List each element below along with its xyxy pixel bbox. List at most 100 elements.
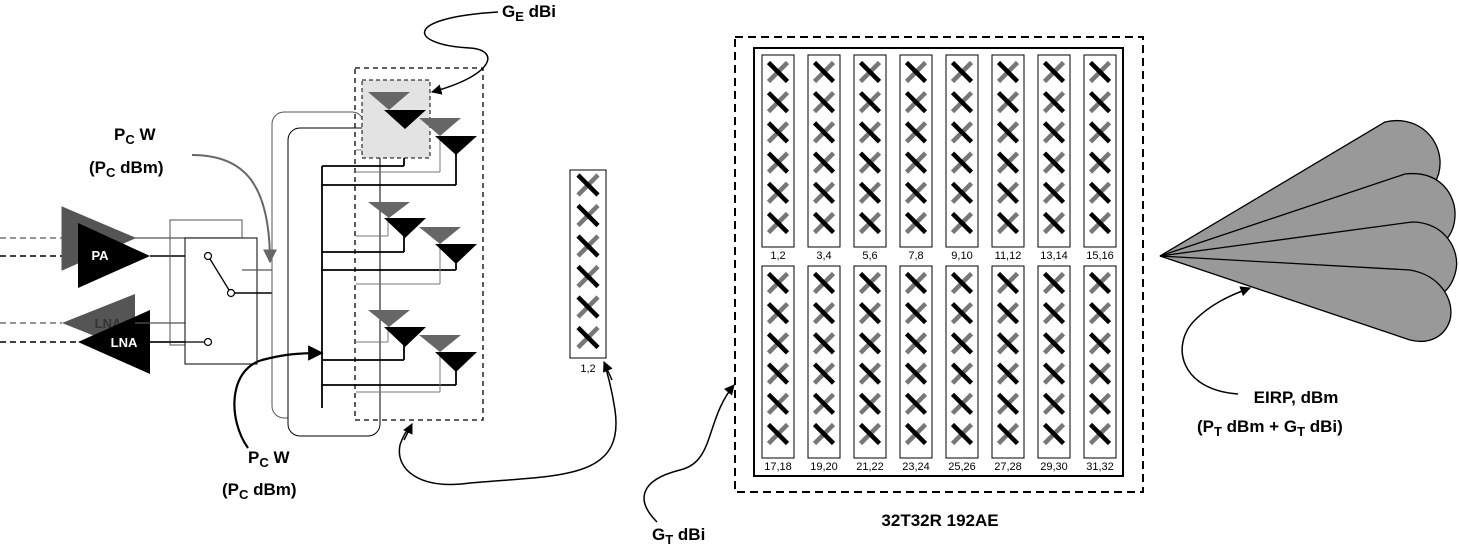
switch-arm (209, 258, 230, 291)
svg-text:PC W: PC W (114, 125, 156, 147)
cross-polarized-element (996, 91, 1020, 114)
array-column-label: 23,24 (902, 461, 930, 473)
label-conducted-power-bottom: PC W (PC dBm) (222, 448, 297, 502)
cross-polarized-element (858, 332, 882, 355)
cross-polarized-element (858, 121, 882, 144)
cross-polarized-element (950, 302, 974, 325)
array-name-label: 32T32R 192AE (881, 511, 998, 530)
cross-polarized-element (904, 121, 928, 144)
cross-polarized-element (812, 422, 836, 446)
cross-polarized-element (950, 60, 974, 84)
array-column: 13,14 (1037, 54, 1071, 262)
pa-label: PA (91, 248, 109, 263)
arrow-conducted-power-top (191, 154, 277, 264)
antenna-elements (368, 92, 477, 372)
array-column: 29,30 (1037, 265, 1071, 473)
array-column-label: 9,10 (951, 250, 972, 262)
antenna-group-box (354, 67, 484, 421)
cross-polarized-element (858, 60, 882, 84)
array-column-label: 11,12 (995, 250, 1022, 262)
array-column: 1,2 (761, 54, 795, 262)
svg-text:(PC dBm): (PC dBm) (222, 480, 297, 502)
cross-polarized-element (1088, 332, 1112, 355)
cross-polarized-element (1042, 121, 1066, 144)
cross-polarized-element (858, 91, 882, 114)
array-column-label: 1,2 (770, 250, 785, 262)
cross-polarized-element (812, 271, 836, 295)
cross-polarized-element (766, 121, 790, 144)
lna-front-label: LNA (111, 335, 138, 350)
array-column-label: 29,30 (1040, 461, 1068, 473)
cross-polarized-element (576, 173, 600, 197)
array-column: 27,28 (991, 265, 1025, 473)
cross-polarized-element (996, 121, 1020, 144)
array-column: 3,4 (807, 54, 841, 262)
cross-polarized-element (904, 422, 928, 446)
cross-polarized-element (576, 295, 600, 319)
cross-polarized-element (1042, 211, 1066, 235)
feed-box-front (287, 127, 381, 437)
cross-polarized-element (950, 271, 974, 295)
cross-polarized-element (950, 422, 974, 446)
cross-polarized-element (1042, 91, 1066, 114)
cross-polarized-element (576, 325, 600, 350)
cross-polarized-element (904, 151, 928, 174)
array-column-label: 3,4 (816, 250, 831, 262)
cross-polarized-element (858, 422, 882, 446)
array-column: 7,8 (899, 54, 933, 262)
cross-polarized-element (1088, 91, 1112, 114)
label-eirp: EIRP, dBm (PT dBm + GT dBi) (1197, 388, 1343, 439)
cross-polarized-element (858, 302, 882, 325)
cross-polarized-element (904, 302, 928, 325)
cross-polarized-element (766, 91, 790, 114)
cross-polarized-element (766, 211, 790, 235)
array-column: 19,20 (807, 265, 841, 473)
pa-amplifier (78, 223, 150, 288)
cross-polarized-element (904, 392, 928, 415)
cross-polarized-element (904, 332, 928, 355)
switch-box-front (184, 237, 258, 365)
array-column-label: 15,16 (1086, 250, 1114, 262)
cross-polarized-element (996, 60, 1020, 84)
cross-polarized-element (950, 211, 974, 235)
beam-pattern (1159, 120, 1458, 342)
svg-text:(PT dBm + GT dBi): (PT dBm + GT dBi) (1197, 417, 1343, 439)
cross-polarized-element (812, 181, 836, 204)
arrow-gain-total (643, 384, 735, 523)
cross-polarized-element (950, 332, 974, 355)
cross-polarized-element (950, 121, 974, 144)
cross-polarized-element (766, 302, 790, 325)
cross-polarized-element (1088, 181, 1112, 204)
cross-polarized-element (858, 211, 882, 235)
array-column-label: 5,6 (862, 250, 877, 262)
cross-polarized-element (1088, 271, 1112, 295)
cross-polarized-element (950, 91, 974, 114)
cross-polarized-element (904, 60, 928, 84)
cross-polarized-element (1042, 362, 1066, 385)
cross-polarized-element (858, 181, 882, 204)
svg-text:GE dBi: GE dBi (502, 2, 556, 24)
arrow-element-to-column (398, 361, 617, 486)
cross-polarized-element (766, 60, 790, 84)
array-column: 21,22 (853, 265, 887, 473)
array-column: 31,32 (1083, 265, 1117, 473)
cross-polarized-element (858, 362, 882, 385)
cross-polarized-element (812, 121, 836, 144)
cross-polarized-element (996, 181, 1020, 204)
feed-tree (321, 127, 457, 408)
cross-polarized-element (1042, 302, 1066, 325)
cross-polarized-element (996, 271, 1020, 295)
array-column: 11,12 (991, 54, 1025, 262)
cross-polarized-element (904, 211, 928, 235)
cross-polarized-element (766, 392, 790, 415)
cross-polarized-element (904, 181, 928, 204)
cross-polarized-element (766, 181, 790, 204)
cross-polarized-element (858, 392, 882, 415)
lna-amplifier (78, 310, 150, 374)
svg-text:PC W: PC W (248, 448, 290, 470)
label-gain-total: GT dBi (652, 525, 705, 547)
cross-polarized-element (812, 60, 836, 84)
cross-polarized-element (996, 302, 1020, 325)
cross-polarized-element (576, 203, 600, 228)
